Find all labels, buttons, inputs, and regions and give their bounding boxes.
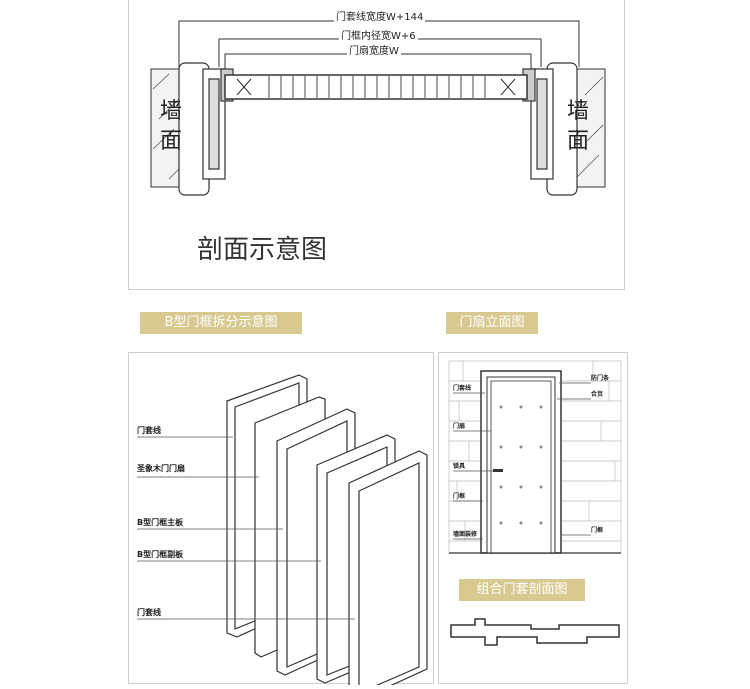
- elevation-label-frame-right: 门框: [591, 527, 604, 534]
- dim-inner-label: 门扇宽度W: [347, 42, 401, 57]
- door-handle: [493, 469, 503, 472]
- elevation-label-weatherstrip: 防门条: [591, 375, 610, 382]
- elevation-label-hinge: 合页: [591, 391, 604, 398]
- combo-section-tag: 组合门套剖面图: [459, 579, 585, 601]
- elevation-drawing: [448, 360, 622, 646]
- frame-profile-left: [178, 62, 234, 196]
- wall-left-label: 墙面: [159, 99, 182, 154]
- section-view-drawing: [150, 20, 606, 196]
- elevation-label-lock: 锁具: [453, 463, 466, 470]
- elevation-panel: 门套线 门扇 锁具 门框 墙面装修 防门条 合页 门框 组合门套剖面图: [438, 352, 628, 684]
- frame-profile-right: [522, 62, 578, 196]
- dim-middle-label: 门框内径宽W+6: [339, 27, 418, 42]
- elevation-tag: 门扇立面图: [446, 312, 538, 334]
- frame-breakdown-tag: B型门框拆分示意图: [140, 312, 302, 334]
- elevation-label-frame: 门框: [453, 493, 466, 500]
- elevation-label-casing: 门套线: [453, 385, 472, 392]
- breakdown-label-door-leaf: 圣象木门门扇: [137, 464, 185, 473]
- breakdown-label-sub-frame: B型门框副板: [137, 550, 184, 559]
- dim-outer-label: 门套线宽度W+144: [334, 8, 426, 23]
- breakdown-label-casing-bottom: 门套线: [137, 608, 161, 617]
- frame-breakdown-drawing: [137, 374, 428, 689]
- elevation-label-leaf: 门扇: [453, 423, 466, 430]
- breakdown-label-casing-top: 门套线: [137, 426, 161, 435]
- breakdown-label-main-frame: B型门框主板: [137, 518, 184, 527]
- door-leaf-section: [224, 74, 528, 100]
- elevation-label-finish: 墙面装修: [453, 531, 478, 538]
- wall-right-label: 墙面: [566, 99, 589, 154]
- section-view-panel: 门套线宽度W+144 门框内径宽W+6 门扇宽度W 墙面 墙面 剖面示意图: [128, 0, 625, 290]
- section-view-title: 剖面示意图: [197, 235, 328, 265]
- frame-breakdown-panel: 门套线 圣象木门门扇 B型门框主板 B型门框副板 门套线: [128, 352, 434, 689]
- combo-section-profile: [450, 618, 620, 646]
